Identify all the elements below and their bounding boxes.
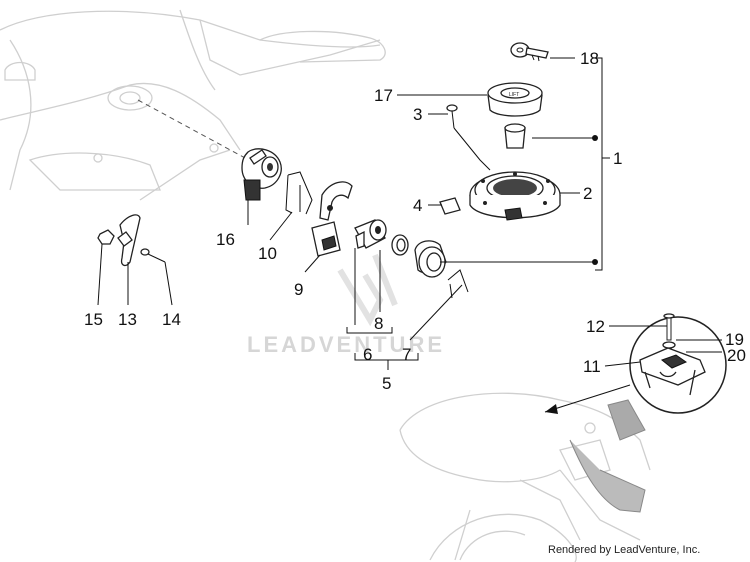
label-9: 9 (294, 280, 303, 299)
label-16: 16 (216, 230, 235, 249)
bushing (504, 123, 526, 149)
label-5: 5 (382, 374, 391, 393)
label-2: 2 (583, 184, 592, 203)
nut-15 (97, 229, 115, 245)
label-14: 14 (162, 310, 181, 329)
svg-text:LEADVENTURE: LEADVENTURE (247, 332, 445, 357)
label-8: 8 (374, 314, 383, 333)
fuel-cap-flange-2 (469, 171, 561, 221)
label-10: 10 (258, 244, 277, 263)
label-15: 15 (84, 310, 103, 329)
label-3: 3 (413, 105, 422, 124)
label-19: 19 (725, 330, 744, 349)
cable-guide-13 (117, 214, 141, 267)
inset-pointer-line (544, 384, 631, 413)
label-18: 18 (580, 49, 599, 68)
dashed-reference-line (137, 99, 259, 166)
scooter-front-ghost (0, 9, 386, 201)
leader-lines (97, 57, 722, 370)
screw-3 (446, 104, 458, 129)
label-4: 4 (413, 196, 422, 215)
spring-nut-4 (439, 197, 461, 215)
spring-clip-10 (285, 171, 313, 215)
label-6: 6 (363, 345, 372, 364)
seat-hinge-inset (629, 313, 727, 414)
callout-labels: 18 17 3 1 2 4 16 10 9 8 6 7 5 15 13 14 1… (84, 49, 746, 393)
label-20: 20 (727, 346, 746, 365)
inset-pointer-arrow (545, 404, 558, 414)
label-12: 12 (586, 317, 605, 336)
tail-light-ghost (569, 439, 646, 513)
rear-reflector-ghost (607, 399, 646, 441)
watermark: LEADVENTURE (247, 253, 445, 357)
key-18 (510, 42, 549, 62)
fuel-lock-7 (414, 240, 469, 299)
label-11: 11 (583, 357, 601, 376)
lock-cylinder-6 (354, 219, 387, 249)
filler-cap-17: LIFT (487, 82, 543, 117)
transponder-bracket-9 (311, 181, 353, 257)
label-1: 1 (613, 149, 622, 168)
washer-8 (391, 234, 409, 256)
svg-text:LIFT: LIFT (509, 92, 519, 98)
credit-text: Rendered by LeadVenture, Inc. (548, 544, 700, 556)
label-17: 17 (374, 86, 393, 105)
screw-14 (140, 248, 166, 263)
label-13: 13 (118, 310, 137, 329)
ignition-lock-16 (241, 148, 282, 201)
label-7: 7 (402, 345, 411, 364)
